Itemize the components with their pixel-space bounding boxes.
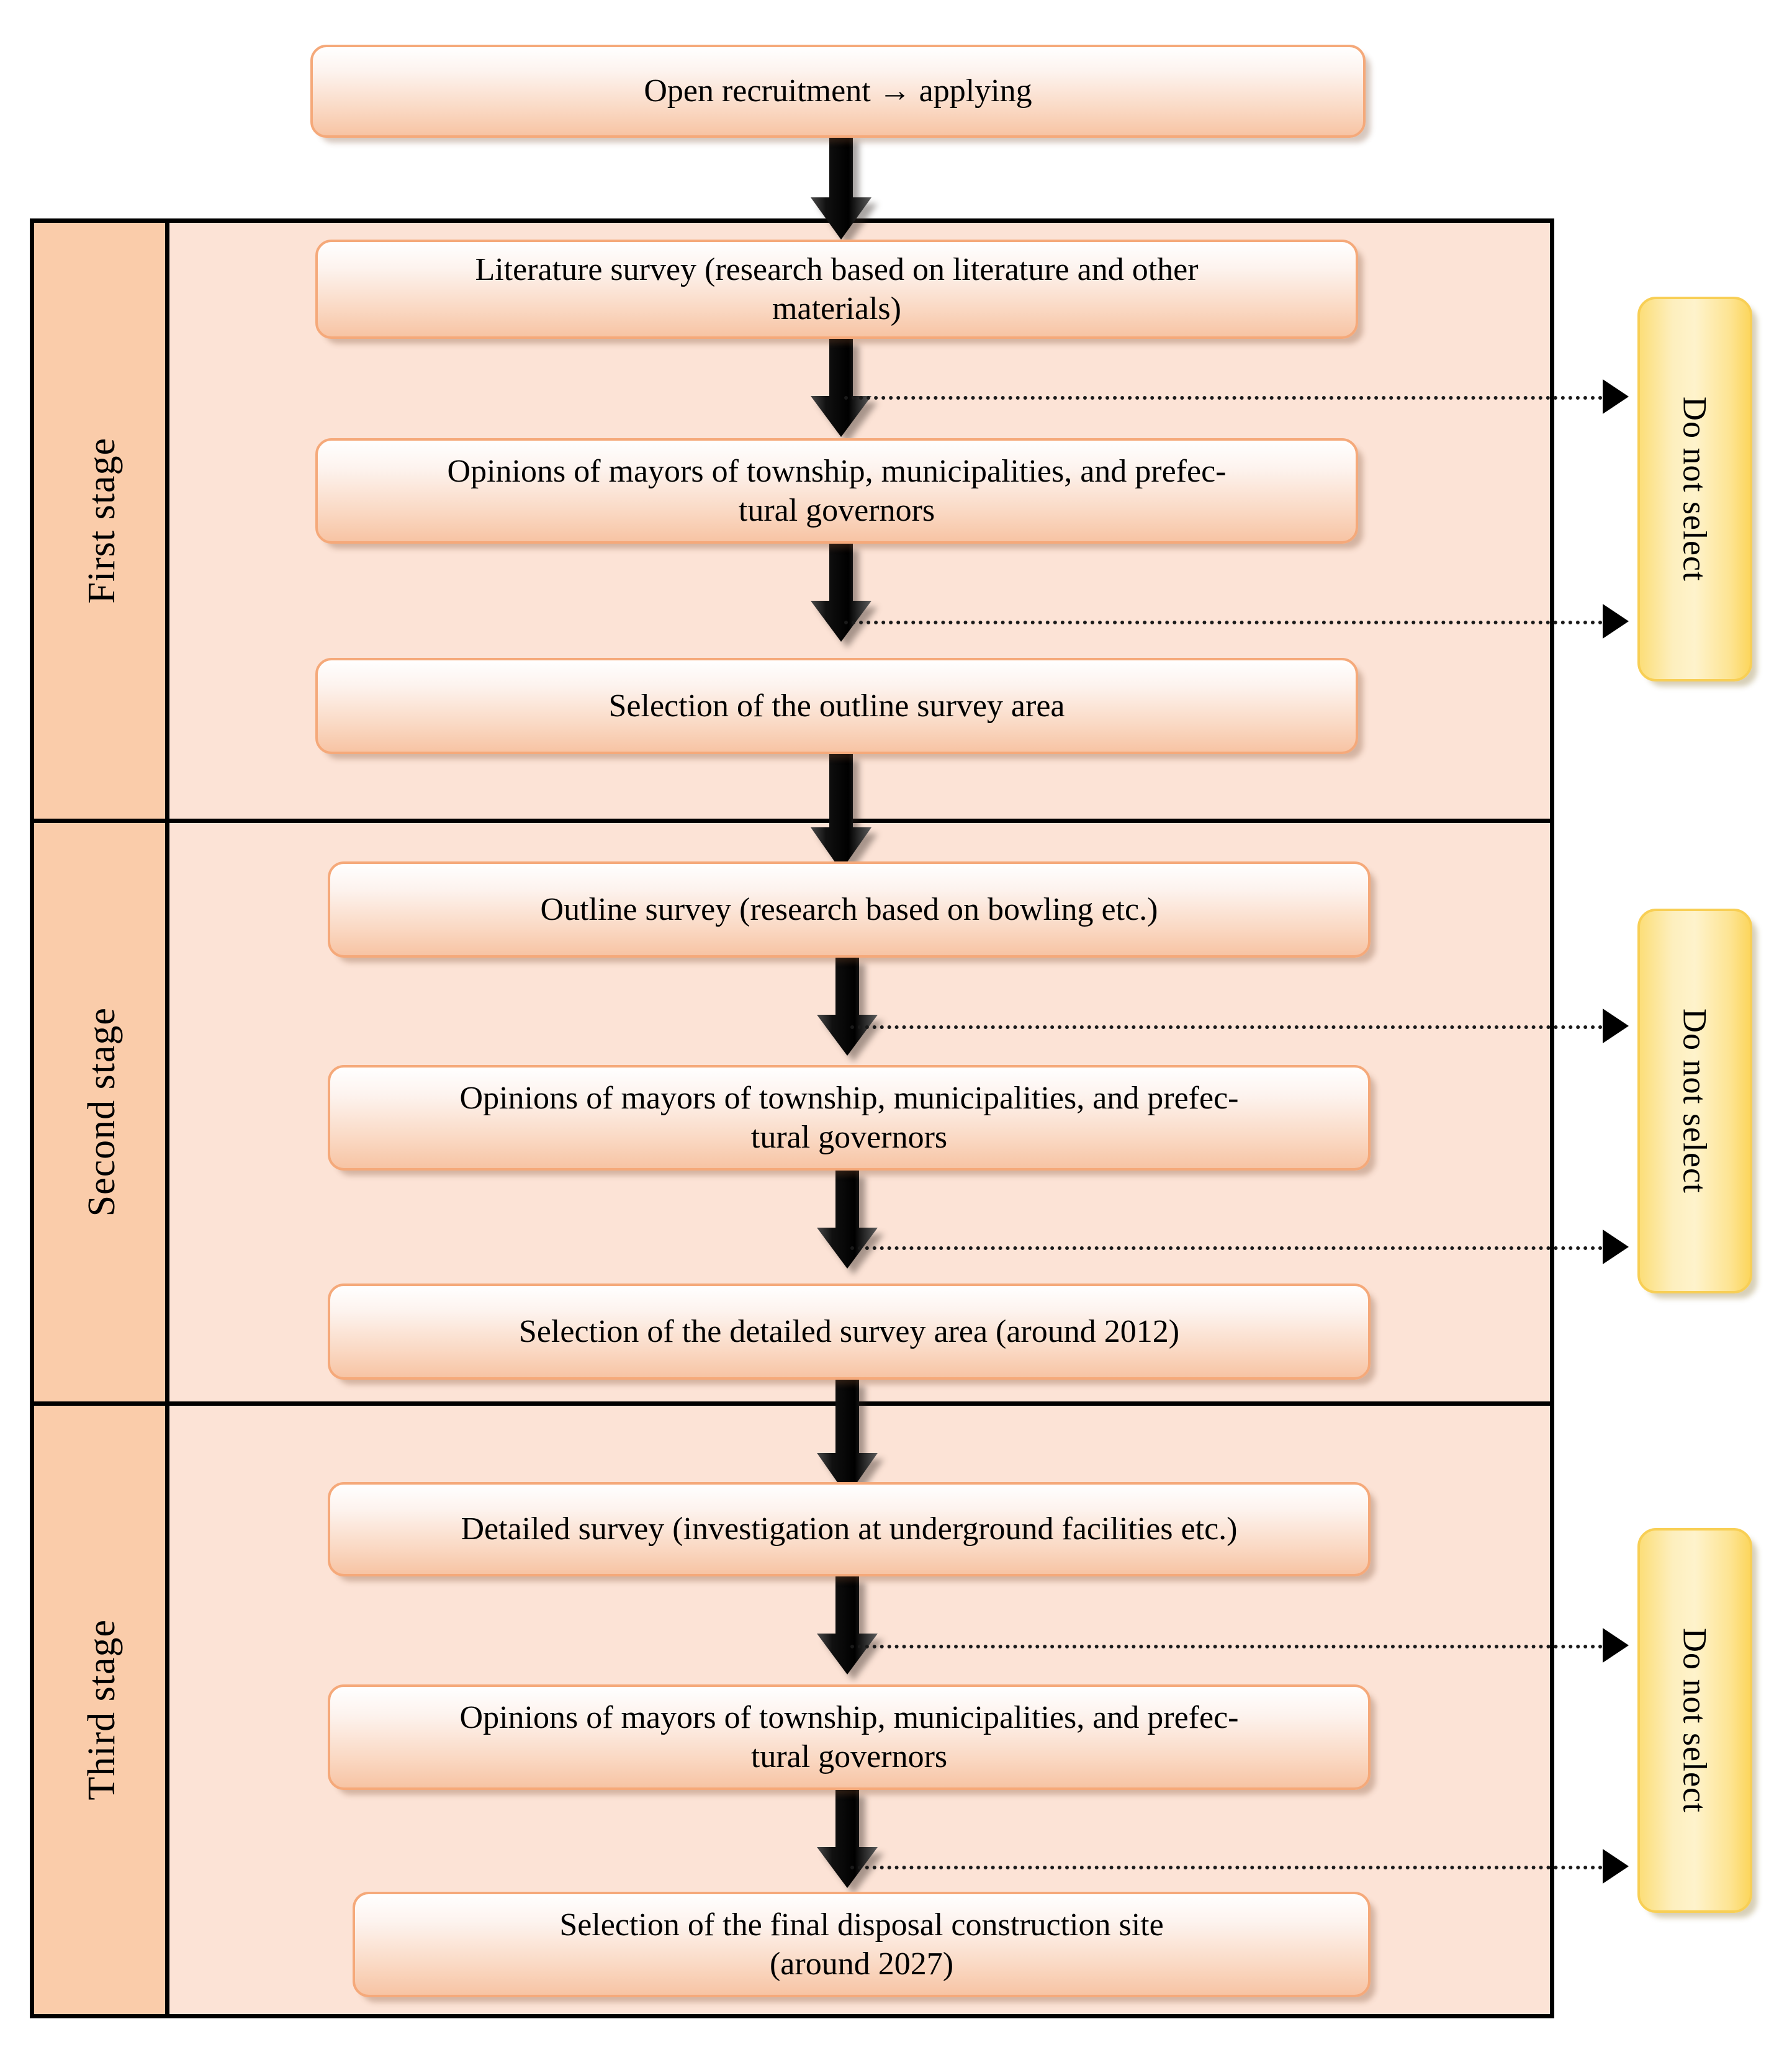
process-box-outline-survey-label: Outline survey (research based on bowlin… bbox=[540, 891, 1158, 927]
reject-box-stage2-label: Do not select bbox=[1676, 1009, 1714, 1194]
process-box-selection-detailed-area[interactable]: Selection of the detailed survey area (a… bbox=[328, 1283, 1371, 1380]
reject-line-s1-2 bbox=[844, 621, 1603, 624]
process-box-opinions-stage1-line1: Opinions of mayors of township, municipa… bbox=[447, 453, 1227, 489]
process-box-opinions-stage2-line2: tural governors bbox=[750, 1120, 948, 1155]
process-box-opinions-stage2-line1: Opinions of mayors of township, municipa… bbox=[459, 1080, 1239, 1116]
process-box-literature-survey-line2: materials) bbox=[772, 291, 901, 326]
flow-arrow-entry bbox=[811, 135, 871, 240]
process-box-literature-survey[interactable]: Literature survey (research based on lit… bbox=[315, 240, 1358, 339]
reject-line-s2-1 bbox=[850, 1025, 1603, 1029]
reject-box-stage3-label: Do not select bbox=[1676, 1628, 1714, 1813]
reject-arrowhead-s3-2 bbox=[1603, 1849, 1629, 1884]
flow-arrow-s1-to-s2 bbox=[811, 754, 871, 871]
lane-label-second-stage-text: Second stage bbox=[80, 1007, 123, 1217]
reject-line-s3-2 bbox=[850, 1866, 1603, 1869]
process-box-selection-detailed-area-label: Selection of the detailed survey area (a… bbox=[518, 1313, 1180, 1349]
flow-arrow-s3-2 bbox=[817, 1790, 878, 1888]
lane-divider-2 bbox=[34, 1401, 1550, 1406]
reject-arrowhead-s1-2 bbox=[1603, 604, 1629, 639]
flow-arrow-s1-1 bbox=[811, 339, 871, 437]
lane-label-third-stage: Third stage bbox=[34, 1406, 169, 2014]
process-box-opinions-stage3[interactable]: Opinions of mayors of township, municipa… bbox=[328, 1684, 1371, 1790]
flow-arrow-s2-to-s3 bbox=[817, 1380, 878, 1496]
reject-box-stage1[interactable]: Do not select bbox=[1637, 297, 1752, 681]
process-box-opinions-stage3-line2: tural governors bbox=[750, 1739, 948, 1774]
process-box-selection-outline-area-label: Selection of the outline survey area bbox=[608, 688, 1065, 724]
process-box-final-site-selection-line2: (around 2027) bbox=[769, 1946, 954, 1982]
reject-arrowhead-s3-1 bbox=[1603, 1628, 1629, 1663]
lane-label-third-stage-text: Third stage bbox=[80, 1619, 123, 1800]
process-box-open-recruitment[interactable]: Open recruitment → applying bbox=[310, 45, 1366, 138]
process-box-outline-survey[interactable]: Outline survey (research based on bowlin… bbox=[328, 861, 1371, 958]
reject-arrowhead-s1-1 bbox=[1603, 379, 1629, 414]
reject-line-s2-2 bbox=[850, 1246, 1603, 1250]
process-box-detailed-survey[interactable]: Detailed survey (investigation at underg… bbox=[328, 1482, 1371, 1576]
lane-label-first-stage: First stage bbox=[34, 223, 169, 819]
process-box-opinions-stage1[interactable]: Opinions of mayors of township, municipa… bbox=[315, 438, 1358, 544]
reject-line-s1-1 bbox=[844, 396, 1603, 400]
reject-box-stage3[interactable]: Do not select bbox=[1637, 1528, 1752, 1913]
flow-arrow-s2-1 bbox=[817, 958, 878, 1056]
lane-label-first-stage-text: First stage bbox=[80, 438, 123, 604]
reject-arrowhead-s2-2 bbox=[1603, 1230, 1629, 1264]
flow-arrow-s1-2 bbox=[811, 544, 871, 642]
process-box-opinions-stage2[interactable]: Opinions of mayors of township, municipa… bbox=[328, 1065, 1371, 1171]
reject-box-stage2[interactable]: Do not select bbox=[1637, 909, 1752, 1293]
process-box-open-recruitment-label: Open recruitment → applying bbox=[644, 73, 1032, 109]
flow-arrow-s3-1 bbox=[817, 1576, 878, 1675]
lane-label-second-stage: Second stage bbox=[34, 823, 169, 1401]
process-box-final-site-selection-line1: Selection of the final disposal construc… bbox=[559, 1907, 1164, 1943]
process-box-opinions-stage1-line2: tural governors bbox=[738, 493, 935, 528]
process-box-final-site-selection[interactable]: Selection of the final disposal construc… bbox=[353, 1892, 1371, 1997]
reject-arrowhead-s2-1 bbox=[1603, 1009, 1629, 1043]
reject-line-s3-1 bbox=[850, 1645, 1603, 1648]
process-box-literature-survey-line1: Literature survey (research based on lit… bbox=[475, 251, 1199, 287]
reject-box-stage1-label: Do not select bbox=[1676, 397, 1714, 582]
process-box-detailed-survey-label: Detailed survey (investigation at underg… bbox=[461, 1511, 1238, 1547]
process-box-opinions-stage3-line1: Opinions of mayors of township, municipa… bbox=[459, 1699, 1239, 1735]
flow-arrow-s2-2 bbox=[817, 1171, 878, 1269]
process-box-selection-outline-area[interactable]: Selection of the outline survey area bbox=[315, 658, 1358, 754]
lane-divider-1 bbox=[34, 819, 1550, 823]
